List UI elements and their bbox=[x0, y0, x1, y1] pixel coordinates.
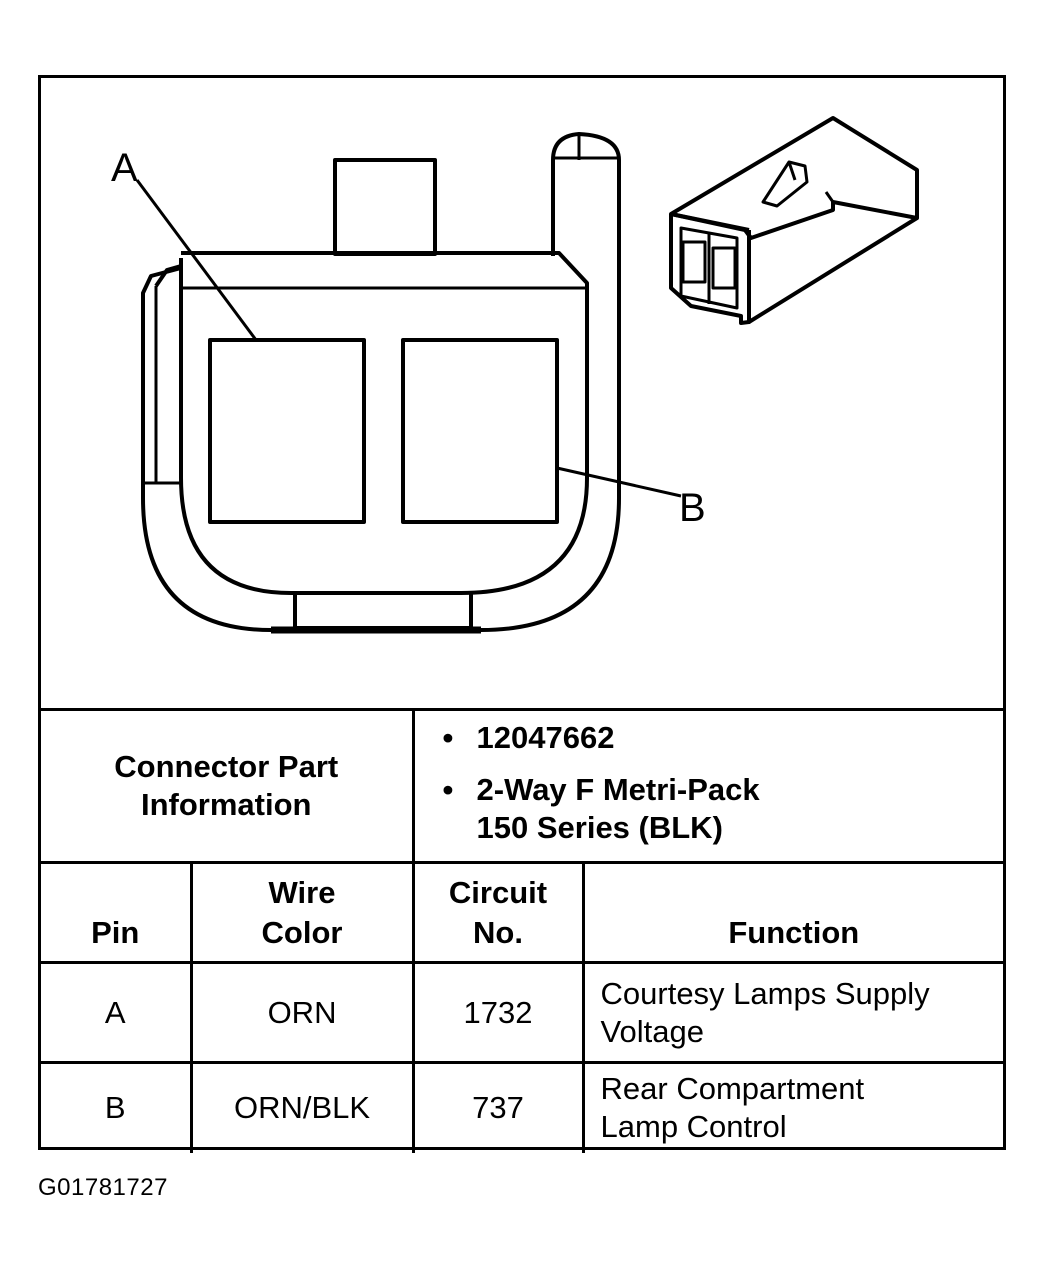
connector-housing-inner bbox=[154, 251, 589, 595]
connector-info-list: • 12047662 • 2-Way F Metri-Pack 150 Seri… bbox=[415, 719, 1004, 847]
figure-reference-id: G01781727 bbox=[38, 1174, 168, 1201]
header-pin-label: Pin bbox=[91, 915, 140, 950]
pin-cell: A bbox=[41, 961, 193, 1064]
bullet-glyph: • bbox=[442, 772, 454, 807]
connector-label-line1: Connector Part bbox=[114, 749, 339, 784]
leader-line-b bbox=[556, 466, 682, 498]
connector-part-number: 12047662 bbox=[476, 720, 615, 755]
connector-pin-table: Connector Part Information • 12047662 • … bbox=[41, 711, 1004, 1153]
table-row: A ORN 1732 Courtesy Lamps Supply Voltage bbox=[41, 961, 1004, 1064]
header-wire-color-line1: Wire bbox=[268, 875, 336, 910]
bullet-glyph: • bbox=[442, 720, 454, 755]
function-line1: Rear Compartment bbox=[600, 1071, 865, 1107]
connector-part-number-item: • 12047662 bbox=[443, 719, 1004, 757]
cavity-b bbox=[401, 338, 559, 524]
table-row: B ORN/BLK 737 Rear Compartment Lamp Cont… bbox=[41, 1061, 1004, 1153]
connector-type-item: • 2-Way F Metri-Pack 150 Series (BLK) bbox=[443, 771, 1004, 847]
header-circuit-no: Circuit No. bbox=[411, 861, 585, 964]
connector-housing-outer bbox=[141, 258, 621, 632]
leader-line-a bbox=[135, 179, 258, 341]
pin-cell: B bbox=[41, 1061, 193, 1153]
header-circuit-line2: No. bbox=[473, 915, 523, 950]
connector-part-info-label: Connector Part Information bbox=[41, 711, 415, 864]
function-line2: Lamp Control bbox=[600, 1109, 787, 1145]
table-header-row: Pin Wire Color Circuit No. Function bbox=[41, 861, 1004, 964]
connector-type-line1: 2-Way F Metri-Pack bbox=[476, 772, 760, 807]
connector-label-line2: Information bbox=[141, 787, 312, 822]
wire-color-cell: ORN/BLK bbox=[189, 1061, 415, 1153]
circuit-cell: 737 bbox=[411, 1061, 585, 1153]
connector-latch-tab bbox=[333, 158, 437, 256]
connector-sheet: A B Connector Part Information • 1204766… bbox=[38, 75, 1006, 1153]
header-wire-color: Wire Color bbox=[189, 861, 415, 964]
connector-bottom-key bbox=[293, 593, 473, 630]
header-function: Function bbox=[581, 861, 1004, 964]
callout-b-label: B bbox=[679, 486, 706, 530]
function-line1: Courtesy Lamps Supply bbox=[600, 975, 930, 1011]
connector-isometric-view bbox=[669, 116, 919, 325]
function-cell: Rear Compartment Lamp Control bbox=[581, 1061, 1004, 1153]
header-wire-color-line2: Color bbox=[261, 915, 343, 950]
wire-color-cell: ORN bbox=[189, 961, 415, 1064]
connector-info-row: Connector Part Information • 12047662 • … bbox=[41, 711, 1004, 864]
header-circuit-line1: Circuit bbox=[448, 875, 548, 910]
function-line2: Voltage bbox=[600, 1013, 704, 1049]
cavity-a bbox=[208, 338, 366, 524]
connector-diagram: A B bbox=[41, 78, 1003, 711]
connector-type-line2: 150 Series (BLK) bbox=[476, 810, 723, 845]
circuit-cell: 1732 bbox=[411, 961, 585, 1064]
connector-face-drawing bbox=[135, 116, 919, 634]
header-pin: Pin bbox=[41, 861, 193, 964]
function-cell: Courtesy Lamps Supply Voltage bbox=[581, 961, 1004, 1064]
header-function-label: Function bbox=[728, 915, 860, 950]
callout-a-label: A bbox=[111, 146, 138, 190]
connector-part-info-values: • 12047662 • 2-Way F Metri-Pack 150 Seri… bbox=[411, 711, 1004, 864]
